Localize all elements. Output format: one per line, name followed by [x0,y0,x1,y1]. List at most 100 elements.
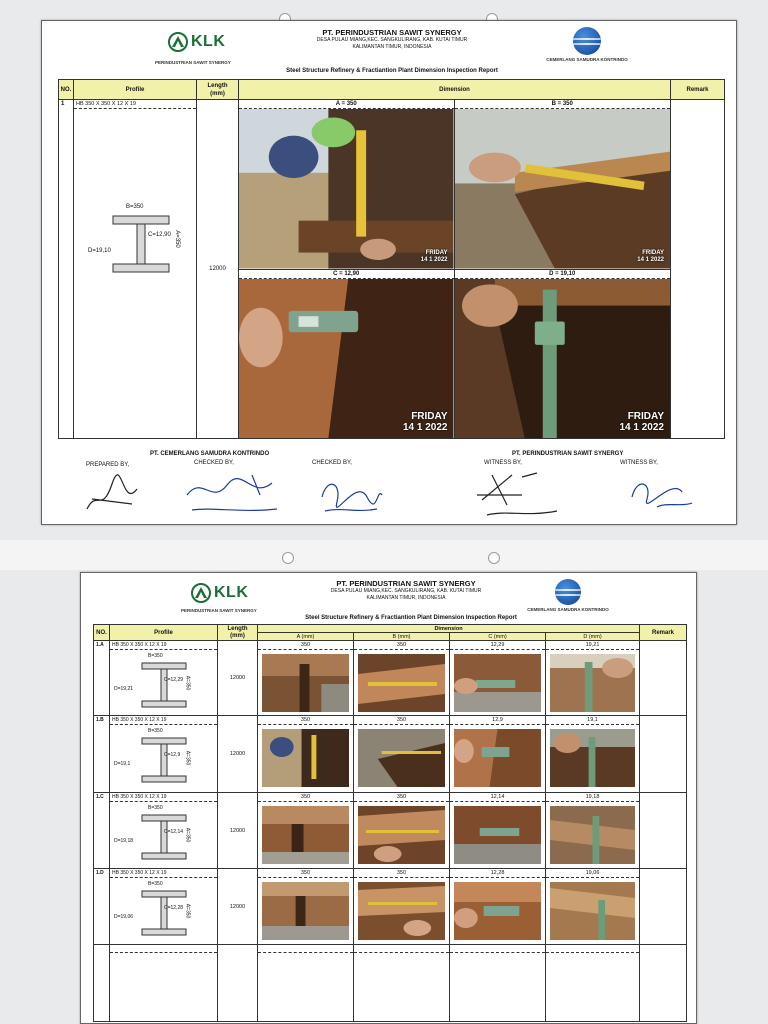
signature-witness-2 [631,483,693,508]
witness-by-label-1: WITNESS BY, [484,460,522,466]
sketch-label-b: B=350 [148,881,163,887]
stamp-day: FRIDAY [627,411,664,422]
length-value: 12000 [196,99,239,439]
ibeam-sketch: B=350 C=12,90 A=350 D=19,10 [88,204,188,276]
dimension-table: NO. Profile Length (mm) Dimension Remark… [58,79,725,439]
dim-c-value: 12,14 [450,793,545,802]
punch-hole [488,552,500,564]
photo-a-measurement: FRIDAY 14 1 2022 [239,109,455,269]
inspection-report-page-2: KLK PERINDUSTRIAN SAWIT SYNERGY PT. PERI… [80,572,697,1024]
company-name: PT. PERINDUSTRIAN SAWIT SYNERGY [336,579,476,588]
col-header-profile: Profile [109,624,218,641]
sketch-label-c: C=12,9 [164,752,181,758]
signature-witness-1 [477,472,558,516]
col-header-profile: Profile [73,79,197,100]
dim-b-cell: 350 [353,792,450,869]
signature-prepared [86,474,138,510]
photo-d [550,882,635,940]
col-header-no: NO. [93,624,110,641]
empty-cell [449,944,546,1022]
klk-emblem-icon [191,583,211,603]
csk-logo-subtitle: CEMERLANG SAMUDRA KONTRINDO [527,607,609,612]
photo-d-image [550,882,635,940]
sketch-label-b: B=350 [126,204,144,210]
photo-a-image [262,882,349,940]
photo-stamp: FRIDAY 14 1 2022 [620,411,665,433]
photo-a [262,654,349,712]
prepared-by-label: PREPARED BY, [86,462,130,468]
stamp-date: 14 1 2022 [637,256,664,263]
company-block: PT. PERINDUSTRIAN SAWIT SYNERGY DESA PUL… [242,28,542,50]
dim-c-value: 12,28 [450,869,545,878]
sketch-label-d: D=19,1 [114,761,131,767]
dim-c-cell: 12,29 [449,640,546,716]
dim-a-value: 350 [258,716,353,725]
col-header-remark: Remark [639,624,687,641]
klk-logo-subtitle: PERINDUSTRIAN SAWIT SYNERGY [181,608,257,613]
row-number: 1 [58,99,74,439]
stamp-date: 14 1 2022 [403,422,448,433]
sketch-label-d: D=19,18 [114,838,134,844]
stamp-day: FRIDAY [411,411,448,422]
ibeam-sketch: B=350 C=12,9 A=350 D=19,1 [114,728,210,788]
photo-c-measurement: FRIDAY 14 1 2022 [239,278,455,438]
page-gap [0,540,768,570]
sketch-label-b: B=350 [148,805,163,811]
dim-b-value: 350 [354,716,449,725]
sketch-label-d: D=19,10 [88,248,111,254]
empty-cell [639,944,687,1022]
punch-hole [282,552,294,564]
sketch-label-d: D=19,21 [114,686,134,692]
contractor-company: PT. CEMERLANG SAMUDRA KONTRINDO [150,451,270,457]
photo-grid-cell: A = 350 B = 350 [238,99,671,439]
dim-c-cell: 12,28 [449,868,546,945]
photo-d-measurement: FRIDAY 14 1 2022 [454,278,670,438]
photo-a [262,882,349,940]
photo-c-image [454,729,541,787]
photo-d [550,806,635,864]
globe-icon [573,27,601,55]
klk-emblem-icon [168,32,188,52]
sketch-label-a: A=350 [184,827,191,843]
sketch-label-d: D=19,06 [114,914,134,920]
photo-a [262,806,349,864]
stamp-date: 14 1 2022 [619,422,665,433]
dim-a-cell: 350 [257,792,354,869]
signature-checked-2 [321,483,383,512]
dim-d-value: 19,06 [546,869,639,878]
dim-c-cell: 12,9 [449,715,546,793]
company-address-2: KALIMANTAN TIMUR, INDONESIA [352,43,432,50]
dim-b-value: 350 [354,869,449,878]
profile-designation: HB 350 X 350 X 12 X 19 [74,100,196,109]
col-header-a: A (mm) [257,632,354,641]
dim-d-cell: 19,06 [545,868,640,945]
dim-c-value: 12,29 [450,641,545,650]
dim-c-value: 12,9 [450,716,545,725]
dim-a-cell: 350 [257,715,354,793]
photo-c-image [454,654,541,712]
dim-c-cell: 12,14 [449,792,546,869]
photo-c-image [239,278,454,438]
company-name: PT. PERINDUSTRIAN SAWIT SYNERGY [322,28,462,37]
row-number: 1.A [93,640,110,716]
ibeam-section-icon [112,215,170,273]
klk-logo: KLK [168,32,225,52]
photo-b-image [454,109,670,269]
report-title: Steel Structure Refinery & Fractiantion … [286,68,498,74]
globe-icon [555,579,581,605]
dim-d-cell: 19,1 [545,715,640,793]
photo-d [550,729,635,787]
dim-label-d: D = 19,10 [454,268,670,279]
dim-a-value: 350 [258,869,353,878]
photo-c [454,729,541,787]
photo-b-image [358,882,445,940]
photo-a-image [262,806,349,864]
photo-a-image [239,109,454,269]
inspection-report-page-1: KLK PERINDUSTRIAN SAWIT SYNERGY PT. PERI… [41,20,737,525]
profile-cell: HB 350 X 350 X 12 X 19 B=350 C=12,14 A=3… [109,792,218,869]
photo-b-image [358,806,445,864]
dim-d-value: 19,1 [546,716,639,725]
photo-c-image [454,806,541,864]
dim-b-cell: 350 [353,715,450,793]
checked-by-label-1: CHECKED BY, [194,460,234,466]
